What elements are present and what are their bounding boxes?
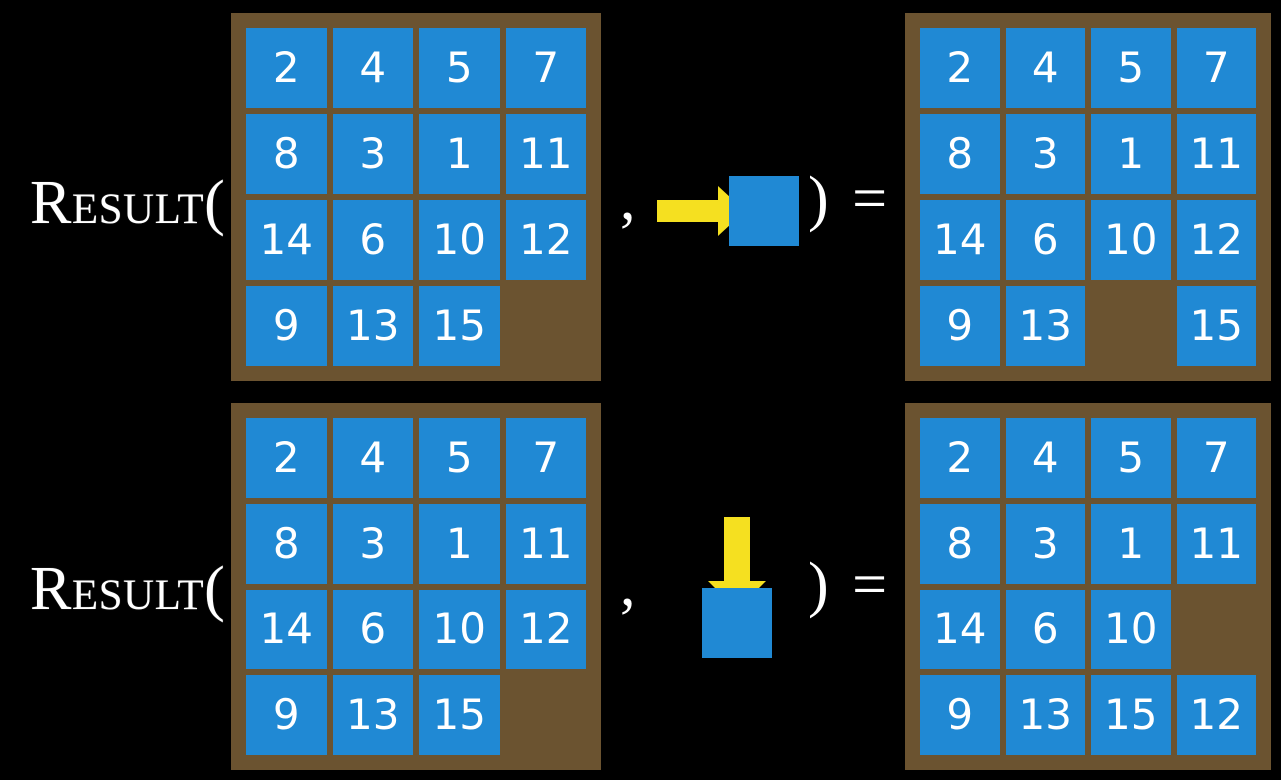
output-puzzle-top-tile-6[interactable]: 6 (1005, 200, 1085, 280)
input-puzzle-bottom-tile-9[interactable]: 9 (246, 675, 327, 755)
output-puzzle-bottom-tile-4[interactable]: 4 (1005, 418, 1085, 498)
output-puzzle-top-tile-10[interactable]: 10 (1091, 200, 1171, 280)
input-puzzle-top-tile-14[interactable]: 14 (246, 200, 327, 280)
output-puzzle-top-tile-3[interactable]: 3 (1005, 114, 1085, 194)
input-puzzle-bottom-tile-12[interactable]: 12 (505, 589, 586, 670)
output-puzzle-bottom-tile-11[interactable]: 11 (1176, 503, 1256, 584)
input-puzzle-top-tile-12[interactable]: 12 (505, 200, 586, 280)
output-puzzle-top-tile-12[interactable]: 12 (1176, 200, 1256, 280)
input-puzzle-top-tile-4[interactable]: 4 (332, 28, 413, 108)
input-puzzle-bottom-tile-13[interactable]: 13 (332, 675, 413, 755)
output-puzzle-top-tile-5[interactable]: 5 (1091, 28, 1171, 108)
output-puzzle-top-tile-2[interactable]: 2 (920, 28, 1000, 108)
output-puzzle-top-tile-8[interactable]: 8 (920, 114, 1000, 194)
output-puzzle-top-blank-cell (1091, 286, 1171, 366)
operation-slide-right (650, 170, 810, 254)
input-puzzle-top-tile-5[interactable]: 5 (419, 28, 500, 108)
output-puzzle-bottom-tile-12[interactable]: 12 (1176, 675, 1256, 755)
result-function-label-bottom: Result( (30, 555, 226, 623)
output-puzzle-top-tile-15[interactable]: 15 (1176, 286, 1256, 366)
output-puzzle-bottom-tile-3[interactable]: 3 (1005, 503, 1085, 584)
input-puzzle-top-tile-2[interactable]: 2 (246, 28, 327, 108)
output-puzzle-bottom-tile-15[interactable]: 15 (1091, 675, 1171, 755)
output-puzzle-top-tile-13[interactable]: 13 (1005, 286, 1085, 366)
output-puzzle-bottom-tile-8[interactable]: 8 (920, 503, 1000, 584)
input-puzzle-top-tile-1[interactable]: 1 (419, 114, 500, 194)
operation-slide-down (695, 505, 785, 665)
input-puzzle-bottom-tile-14[interactable]: 14 (246, 589, 327, 670)
input-puzzle-top-tile-11[interactable]: 11 (505, 114, 586, 194)
moving-tile-down (702, 588, 772, 658)
input-puzzle-top-tile-15[interactable]: 15 (419, 286, 500, 366)
input-puzzle-top-blank-cell (506, 286, 587, 366)
output-puzzle-top-tile-9[interactable]: 9 (920, 286, 1000, 366)
output-puzzle-bottom-tile-5[interactable]: 5 (1091, 418, 1171, 498)
input-puzzle-bottom-tile-6[interactable]: 6 (332, 589, 413, 670)
input-puzzle-top-tile-9[interactable]: 9 (246, 286, 327, 366)
argument-separator-top: , (620, 165, 636, 233)
input-puzzle-bottom-tile-5[interactable]: 5 (419, 418, 500, 498)
arrow-right-icon (657, 186, 745, 236)
input-puzzle-bottom-tile-4[interactable]: 4 (332, 418, 413, 498)
input-puzzle-bottom-tile-1[interactable]: 1 (419, 503, 500, 584)
input-puzzle-top-tile-8[interactable]: 8 (246, 114, 327, 194)
moving-tile-right (729, 176, 799, 246)
output-puzzle-bottom-tile-7[interactable]: 7 (1176, 418, 1256, 498)
input-puzzle-top-tile-10[interactable]: 10 (419, 200, 500, 280)
output-puzzle-bottom-blank-cell (1177, 590, 1257, 670)
input-puzzle-top-tile-3[interactable]: 3 (332, 114, 413, 194)
input-puzzle-bottom-tile-8[interactable]: 8 (246, 503, 327, 584)
output-puzzle-bottom-tile-2[interactable]: 2 (920, 418, 1000, 498)
output-puzzle-top-tile-1[interactable]: 1 (1091, 114, 1171, 194)
input-puzzle-top-tile-13[interactable]: 13 (332, 286, 413, 366)
input-puzzle-bottom-tile-15[interactable]: 15 (419, 675, 500, 755)
arrow-down-icon (708, 517, 766, 610)
input-puzzle-top-tile-6[interactable]: 6 (332, 200, 413, 280)
output-puzzle-top-tile-4[interactable]: 4 (1005, 28, 1085, 108)
result-function-label-top: Result( (30, 169, 226, 237)
closing-paren-equals-top: ) = (808, 165, 892, 233)
output-puzzle-bottom-tile-1[interactable]: 1 (1091, 503, 1171, 584)
output-puzzle-bottom-tile-10[interactable]: 10 (1091, 589, 1171, 670)
closing-paren-equals-bottom: ) = (808, 551, 892, 619)
output-puzzle-top-tile-11[interactable]: 11 (1176, 114, 1256, 194)
output-puzzle-bottom-tile-13[interactable]: 13 (1005, 675, 1085, 755)
output-puzzle-bottom-tile-9[interactable]: 9 (920, 675, 1000, 755)
output-puzzle-top-tile-7[interactable]: 7 (1176, 28, 1256, 108)
input-puzzle-bottom-tile-10[interactable]: 10 (419, 589, 500, 670)
output-puzzle-top-tile-14[interactable]: 14 (920, 200, 1000, 280)
output-puzzle-bottom-tile-14[interactable]: 14 (920, 589, 1000, 670)
input-puzzle-bottom-tile-7[interactable]: 7 (505, 418, 586, 498)
output-puzzle-bottom-tile-6[interactable]: 6 (1005, 589, 1085, 670)
input-puzzle-bottom-tile-2[interactable]: 2 (246, 418, 327, 498)
input-puzzle-bottom-tile-3[interactable]: 3 (332, 503, 413, 584)
input-puzzle-bottom-tile-11[interactable]: 11 (505, 503, 586, 584)
argument-separator-bottom: , (620, 551, 636, 619)
input-puzzle-bottom-blank-cell (506, 675, 587, 755)
input-puzzle-top-tile-7[interactable]: 7 (505, 28, 586, 108)
